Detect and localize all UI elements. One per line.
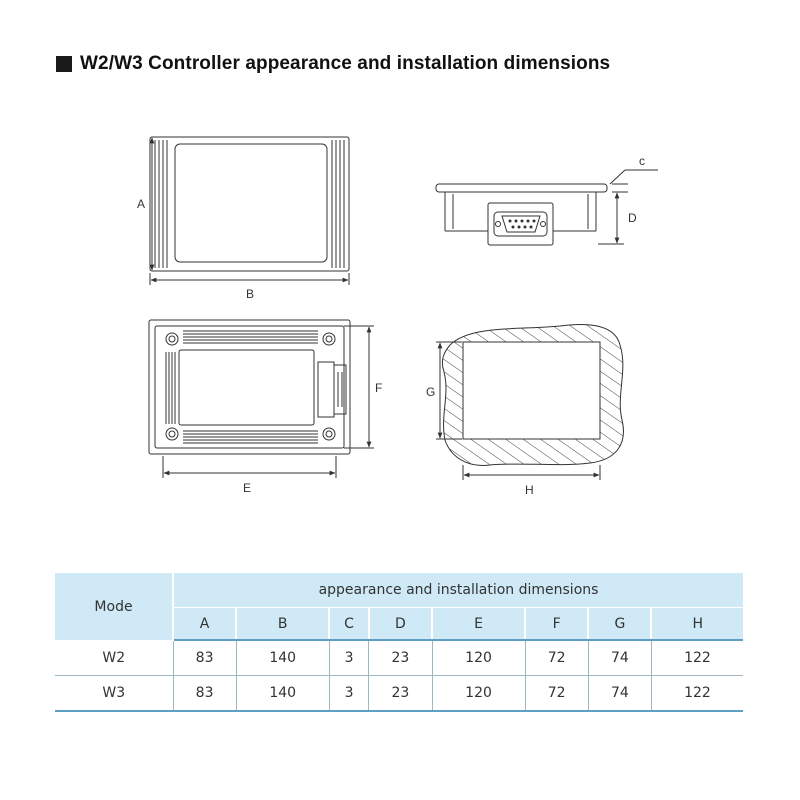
label-f: F [375,381,382,395]
label-e: E [243,481,251,495]
column-header: C [328,607,369,641]
mode-header: Mode [55,573,174,640]
side-view [435,183,608,246]
dimension-f [344,325,374,449]
value-cell: 122 [650,640,743,676]
group-header: appearance and installation dimensions [173,573,743,608]
label-c: c [639,154,645,168]
column-header: G [587,607,652,641]
dimension-c [609,169,658,193]
value-cell: 23 [368,640,432,676]
column-header-row: A B C D E F G H [55,607,743,641]
front-view [149,136,350,272]
column-header: F [524,607,589,641]
column-header: E [430,607,526,641]
value-cell: 83 [172,675,237,712]
rear-bottom-vents [183,430,318,444]
dimension-g [436,341,462,440]
value-cell: 72 [524,675,589,712]
dimension-h [462,465,601,480]
panel-cutout-view [441,323,624,466]
column-header: D [367,607,432,641]
value-cell: 3 [328,675,369,712]
value-cell: 122 [650,675,743,712]
value-cell: 120 [431,675,526,712]
column-header: A [173,607,237,641]
label-b: B [246,287,254,301]
dimension-d [598,192,624,245]
rear-view [148,319,351,455]
mode-cell: W3 [55,675,173,712]
label-h: H [525,483,534,497]
value-cell: 140 [235,640,330,676]
table-row: W3 83 140 3 23 120 72 74 122 [55,675,743,712]
table-row: W2 83 140 3 23 120 72 74 122 [55,640,743,676]
rear-top-vents [183,330,318,344]
dimension-e [162,456,337,478]
value-cell: 3 [328,640,369,676]
value-cell: 23 [368,675,432,712]
dimensions-table: Mode appearance and installation dimensi… [55,573,743,712]
value-cell: 120 [431,640,526,676]
value-cell: 72 [524,640,589,676]
label-d: D [628,211,637,225]
title-square-icon [56,56,72,72]
column-header: B [235,607,330,641]
label-g: G [426,385,435,399]
label-a: A [137,197,145,211]
value-cell: 140 [235,675,330,712]
rear-left-vents [165,352,176,424]
value-cell: 74 [587,640,652,676]
value-cell: 74 [587,675,652,712]
title-text: W2/W3 Controller appearance and installa… [80,53,611,74]
value-cell: 83 [172,640,237,676]
page-title: W2/W3 Controller appearance and installa… [56,52,610,76]
dimension-b [149,273,350,285]
mode-cell: W2 [55,640,173,676]
dimension-drawing: A B c [137,136,658,497]
column-header: H [650,607,743,641]
